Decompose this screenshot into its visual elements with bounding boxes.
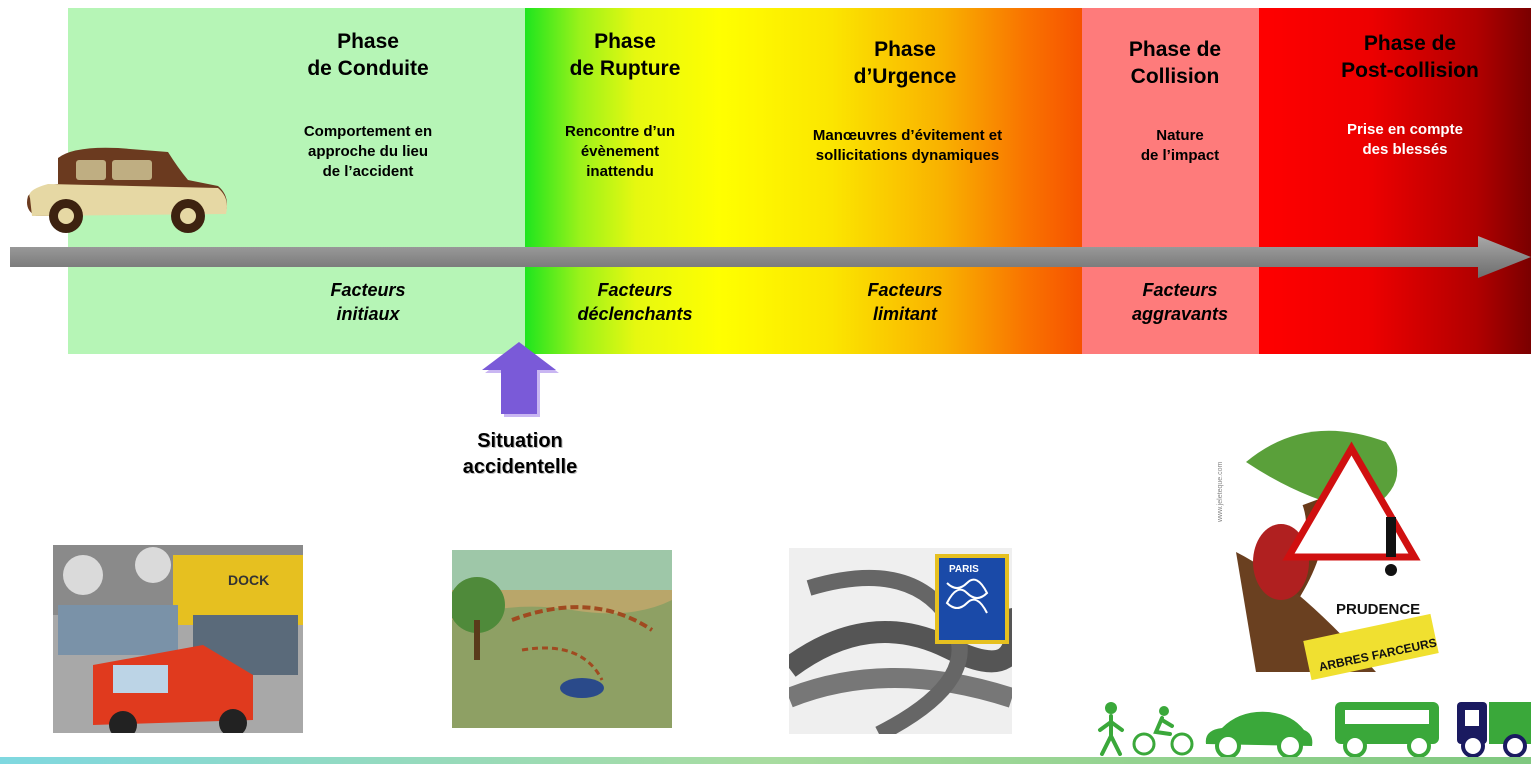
prudence-poster-illustration: www.jeleteque.com PRUDENCE ARBRES FARCEU… (1216, 402, 1439, 682)
vintage-car-icon (27, 147, 228, 233)
bus-icon (1335, 702, 1439, 758)
car-off-road-illustration (452, 550, 672, 728)
car-icon (1205, 711, 1313, 758)
bottom-color-bar (0, 757, 1531, 764)
car-pileup-illustration: DOCK (53, 545, 303, 733)
phase-panel-post-collision (1259, 8, 1531, 354)
timeline-arrow (10, 236, 1531, 278)
poster-prudence-text: PRUDENCE (1336, 601, 1420, 618)
highway-maze-illustration: PARIS (789, 548, 1012, 734)
phase-panel-collision (1082, 8, 1259, 354)
poster-side-text: www.jeleteque.com (1217, 462, 1224, 523)
phase-panel-rupture-urgence (525, 8, 1082, 354)
dock-sign: DOCK (228, 572, 269, 588)
cyclist-icon (1132, 706, 1194, 756)
situation-arrow (482, 342, 559, 417)
paris-sign: PARIS (949, 564, 979, 575)
pedestrian-icon (1098, 702, 1124, 756)
truck-icon (1457, 702, 1531, 758)
